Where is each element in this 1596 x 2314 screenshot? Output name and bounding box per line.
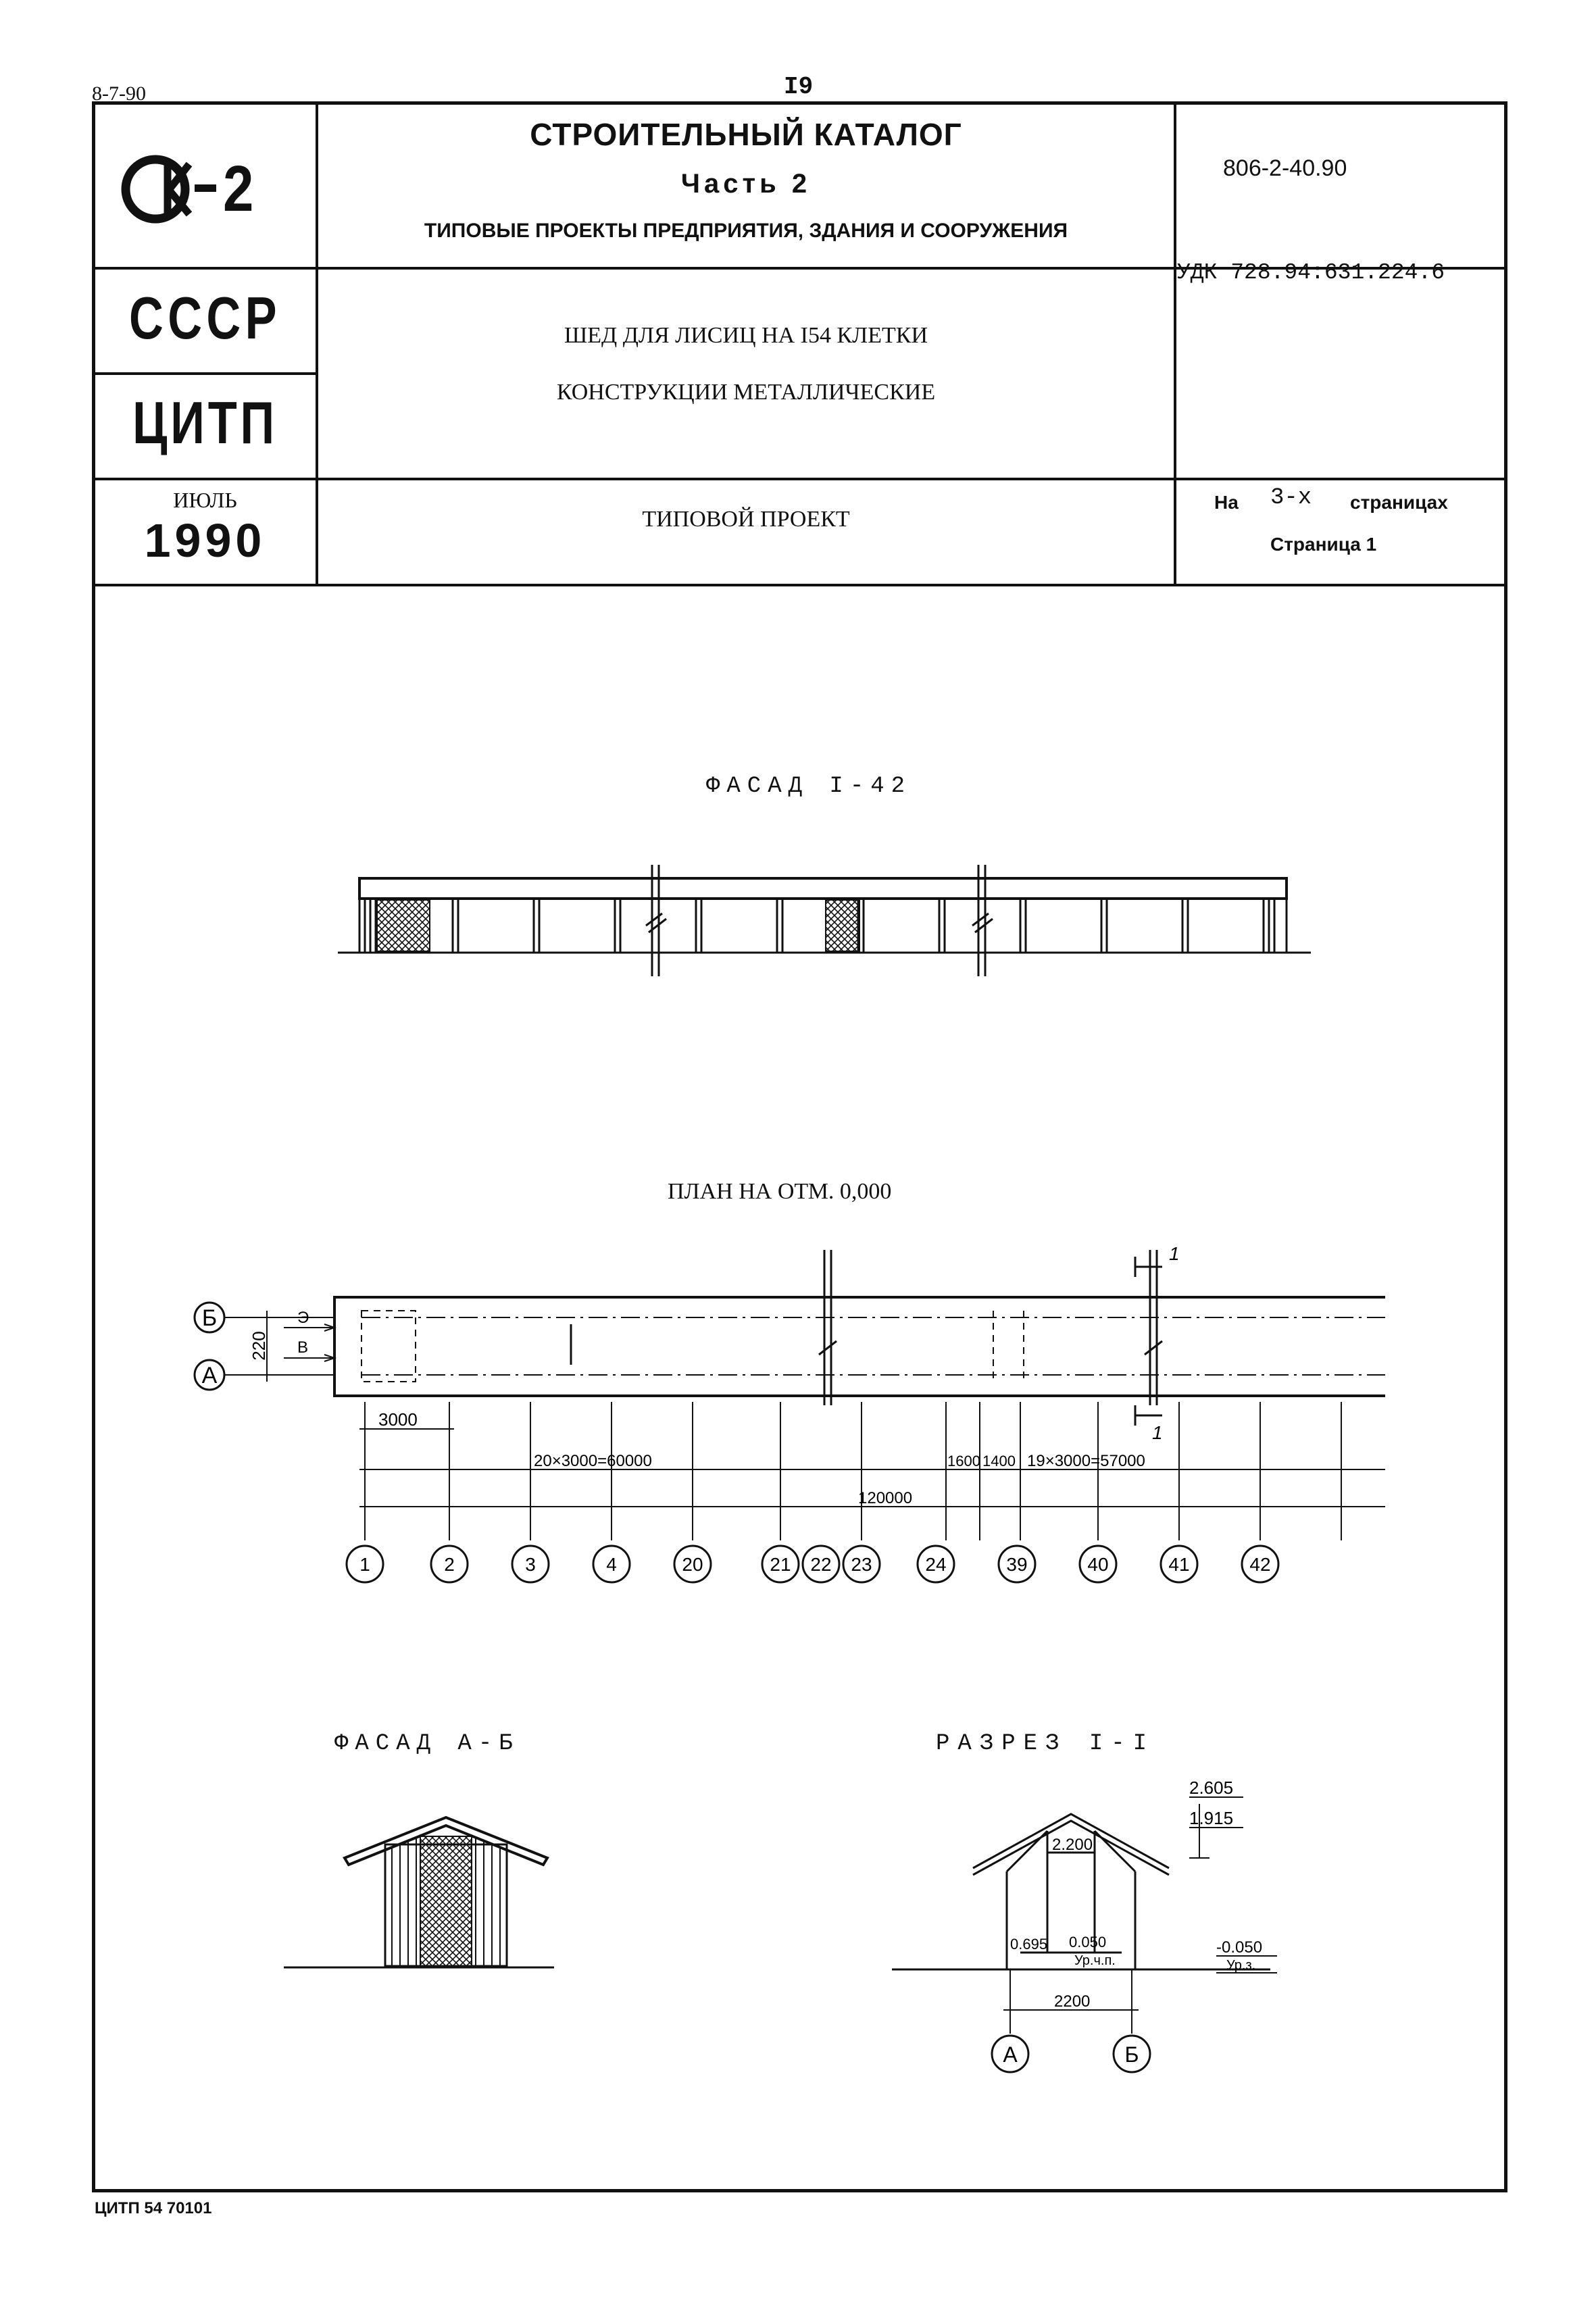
project-code: 806-2-40.90	[1223, 155, 1347, 181]
axis-col-1: 1	[359, 1554, 370, 1575]
level-1915: 1.915	[1189, 1808, 1233, 1828]
dim-1600: 1600	[947, 1453, 980, 1469]
doc-type: ТИПОВОЙ ПРОЕКТ	[642, 507, 850, 532]
logo-number: 2	[223, 153, 254, 225]
dim-total: 120000	[858, 1489, 912, 1507]
catalog-logo	[115, 145, 304, 233]
facade-1-42-drawing	[338, 865, 1311, 976]
header-divider-right	[1174, 103, 1176, 584]
level-2605: 2.605	[1189, 1778, 1233, 1798]
plan-title: ПЛАН НА ОТМ. 0,000	[668, 1179, 892, 1204]
dim-3000: 3000	[378, 1409, 418, 1430]
axis-col-42: 42	[1249, 1554, 1270, 1575]
project-title-2: КОНСТРУКЦИИ МЕТАЛЛИЧЕСКИЕ	[556, 380, 936, 405]
section-mark-top: 1	[1169, 1243, 1180, 1264]
section-width-dim: 2200	[1054, 1992, 1090, 2011]
axis-col-24: 24	[925, 1554, 946, 1575]
org-label: ЦИТП	[132, 389, 278, 456]
section-drawing: 2.605 1.915 2.200 0.695 0.050 Ур.ч.п. -0…	[892, 1778, 1277, 2073]
facade-ab-drawing	[284, 1815, 554, 1969]
catalog-part: Часть 2	[680, 169, 812, 199]
dim-1400: 1400	[982, 1453, 1016, 1469]
level-0050: 0.050	[1069, 1934, 1106, 1951]
doc-code: 8-7-90	[92, 82, 146, 105]
facade-ab-title: ФАСАД А-Б	[334, 1731, 520, 1757]
row-dim: 220	[249, 1331, 269, 1360]
facade-1-42-title: ФАСАД I-42	[706, 774, 912, 799]
header-ussr-line	[93, 372, 318, 375]
page-number: I9	[784, 73, 814, 101]
marker-v: В	[297, 1338, 308, 1357]
axis-col-39: 39	[1006, 1554, 1027, 1575]
axis-col-23: 23	[851, 1554, 872, 1575]
dim-20x3000: 20×3000=60000	[534, 1452, 652, 1470]
pages-suffix: страницах	[1350, 492, 1448, 513]
section-mark-bottom: 1	[1152, 1422, 1163, 1443]
section-axis-a: А	[1003, 2042, 1018, 2067]
catalog-title: СТРОИТЕЛЬНЫЙ КАТАЛОГ	[530, 117, 962, 152]
axis-col-40: 40	[1087, 1554, 1108, 1575]
level-2200: 2.200	[1052, 1836, 1093, 1854]
axis-col-4: 4	[606, 1554, 617, 1575]
level-floor: Ур.ч.п.	[1074, 1953, 1116, 1968]
dim-19x3000: 19×3000=57000	[1027, 1452, 1145, 1470]
axis-col-3: 3	[525, 1554, 536, 1575]
axis-row-b: Б	[202, 1305, 217, 1331]
level-ground: Ур.з.	[1226, 1958, 1255, 1973]
pages-prefix: На	[1214, 492, 1239, 513]
axis-col-22: 22	[810, 1554, 831, 1575]
project-title-1: ШЕД ДЛЯ ЛИСИЦ НА I54 КЛЕТКИ	[564, 323, 928, 348]
axis-col-20: 20	[682, 1554, 703, 1575]
ck-logo-icon	[121, 155, 216, 224]
country-label: СССР	[128, 284, 282, 351]
axis-col-41: 41	[1168, 1554, 1189, 1575]
axis-col-2: 2	[444, 1554, 455, 1575]
udk-code: УДК 728.94:631.224.6	[1177, 260, 1445, 285]
header-row-1-line	[93, 267, 1506, 270]
header-row-2-line	[93, 478, 1506, 480]
marker-e: Э	[297, 1309, 309, 1327]
pages-count: 3-х	[1270, 485, 1312, 511]
month-label: ИЮЛЬ	[173, 488, 237, 512]
section-title: РАЗРЕЗ I-I	[936, 1731, 1155, 1757]
axis-col-21: 21	[770, 1554, 791, 1575]
page-frame	[92, 101, 1507, 2192]
catalog-subtitle: ТИПОВЫЕ ПРОЕКТЫ ПРЕДПРИЯТИЯ, ЗДАНИЯ И СО…	[424, 220, 1068, 242]
footer-stamp: ЦИТП 54 70101	[95, 2199, 212, 2217]
header-bottom-line	[93, 584, 1506, 586]
page-label: Страница 1	[1270, 534, 1377, 555]
year-label: 1990	[144, 514, 266, 567]
plan-drawing: Б А 220 Э В 1 1 3000 20×3000=60000 1600 …	[193, 1243, 1385, 1584]
level-0695: 0.695	[1010, 1936, 1047, 1953]
section-axis-b: Б	[1125, 2042, 1139, 2067]
axis-row-a: А	[202, 1363, 218, 1388]
header-divider-left	[316, 103, 318, 584]
level-minus-0050: -0.050	[1216, 1938, 1262, 1957]
